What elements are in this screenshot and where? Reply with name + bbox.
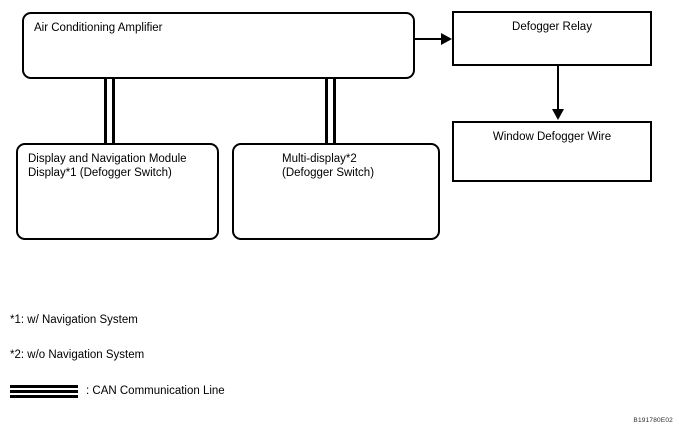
legend-note-2: *2: w/o Navigation System xyxy=(10,349,145,361)
arrow-amplifier-to-defogger-relay-head xyxy=(441,33,452,45)
node-defogger-relay-label: Defogger Relay xyxy=(512,21,592,33)
node-window-defogger-wire-label: Window Defogger Wire xyxy=(492,131,612,143)
can-line-legend-bar xyxy=(10,390,78,393)
node-display-and-navigation-module-label: Display and Navigation Module Display*1 … xyxy=(28,153,187,179)
node-multi-display-label: Multi-display*2 (Defogger Switch) xyxy=(282,153,375,179)
can-line-amplifier-to-multi-display xyxy=(325,79,336,144)
arrow-amplifier-to-defogger-relay-shaft xyxy=(415,38,443,40)
legend-note-1: *1: w/ Navigation System xyxy=(10,314,138,326)
node-air-conditioning-amplifier-label: Air Conditioning Amplifier xyxy=(34,22,163,34)
can-line-amplifier-to-display-navigation-module xyxy=(104,79,115,144)
arrow-defogger-relay-to-window-defogger-wire-shaft xyxy=(557,66,559,111)
figure-code: B191780E02 xyxy=(633,417,673,424)
node-multi-display: Multi-display*2 (Defogger Switch) xyxy=(232,143,440,240)
can-line-bar xyxy=(112,79,115,144)
node-display-and-navigation-module: Display and Navigation Module Display*1 … xyxy=(16,143,219,240)
can-line-bar xyxy=(333,79,336,144)
can-line-bar xyxy=(325,79,328,144)
can-line-bar xyxy=(104,79,107,144)
node-air-conditioning-amplifier: Air Conditioning Amplifier xyxy=(22,12,415,79)
can-line-legend-bar xyxy=(10,385,78,388)
can-line-legend-bar xyxy=(10,395,78,398)
node-defogger-relay: Defogger Relay xyxy=(452,11,652,66)
arrow-defogger-relay-to-window-defogger-wire-head xyxy=(552,109,564,120)
node-window-defogger-wire: Window Defogger Wire xyxy=(452,121,652,182)
can-line-legend-symbol xyxy=(10,385,78,398)
legend-can-communication-line-label: : CAN Communication Line xyxy=(86,385,225,397)
